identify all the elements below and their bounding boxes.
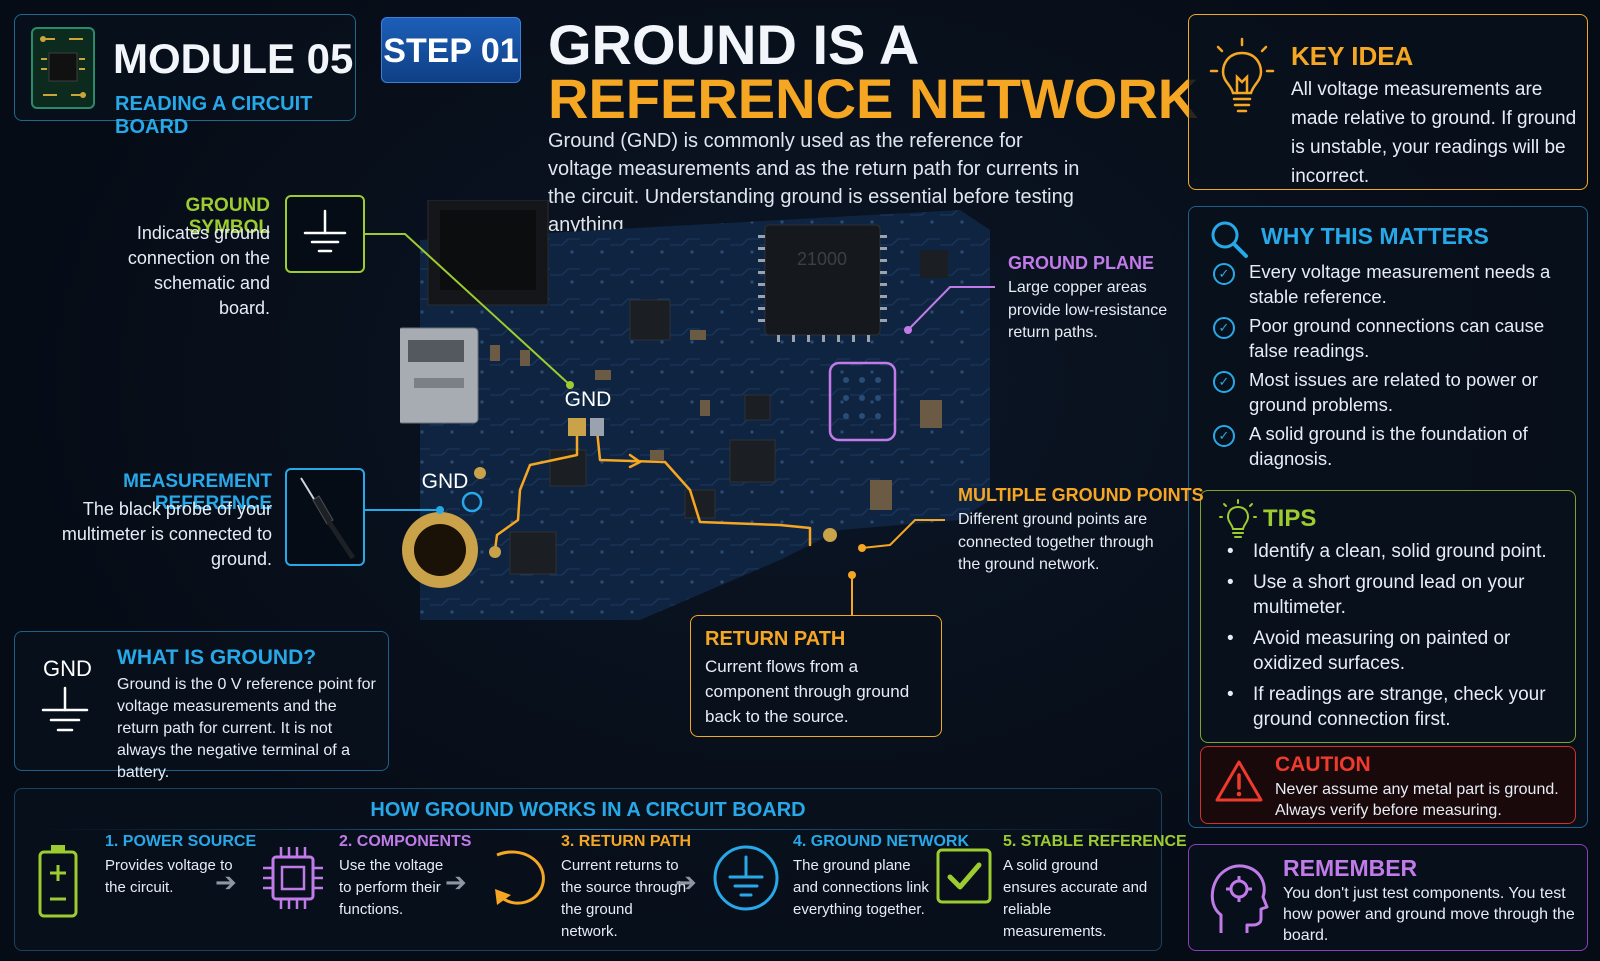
module-title: MODULE 05 [113, 35, 354, 82]
ground-network-icon [713, 843, 779, 918]
return-arrow-icon [485, 845, 551, 918]
flow-step-text: Use the voltage to perform their functio… [339, 857, 444, 918]
gnd-symbol-label: GND [43, 656, 92, 681]
lightbulb-icon [1219, 499, 1257, 546]
gnd-label-left: GND [422, 470, 469, 493]
flow-step-title: 3. RETURN PATH [561, 833, 692, 850]
flow-divider [35, 829, 1141, 830]
why-item: ✓A solid ground is the foundation of dia… [1213, 421, 1573, 471]
what-is-ground-title: WHAT IS GROUND? [117, 646, 317, 669]
battery-icon [37, 843, 79, 924]
what-is-ground-panel: GND WHAT IS GROUND? Ground is the 0 V re… [14, 631, 389, 781]
circuit-chip-icon [31, 27, 95, 109]
check-icon: ✓ [1213, 317, 1235, 339]
ground-symbol-text: Indicates ground connection on the schem… [127, 223, 270, 318]
ground-plane-text: Large copper areas provide low-resistanc… [1008, 279, 1168, 341]
return-path-panel: RETURN PATH Current flows from a compone… [690, 615, 942, 737]
page-title-line2: REFERENCE NETWORK [548, 67, 1199, 130]
remember-text: You don't just test components. You test… [1283, 885, 1575, 944]
flow-step-title: 1. POWER SOURCE [105, 833, 257, 850]
step-badge: STEP 01 [381, 17, 521, 83]
gnd-label-top: GND [565, 388, 612, 411]
arrow-right-icon: ➔ [445, 867, 467, 897]
ground-symbol-title: GROUND SYMBOL [185, 195, 270, 238]
caution-text: Never assume any metal part is ground. A… [1275, 781, 1559, 819]
why-item: ✓Every voltage measurement needs a stabl… [1213, 259, 1573, 309]
page-title-line1: GROUND IS A [548, 13, 920, 76]
lightbulb-icon [1209, 37, 1275, 126]
caution-panel: CAUTION Never assume any metal part is g… [1200, 746, 1576, 824]
check-box-icon [935, 845, 993, 912]
arrow-right-icon: ➔ [215, 867, 237, 897]
key-idea-panel: KEY IDEA All voltage measurements are ma… [1188, 14, 1588, 190]
tip-item: Identify a clean, solid ground point. [1227, 539, 1567, 564]
what-is-ground-text: Ground is the 0 V reference point for vo… [117, 676, 376, 781]
warning-icon [1215, 759, 1263, 808]
module-panel: MODULE 05 READING A CIRCUIT BOARD [14, 14, 356, 138]
flow-title: HOW GROUND WORKS IN A CIRCUIT BOARD [370, 799, 806, 821]
why-item: ✓Most issues are related to power or gro… [1213, 367, 1573, 417]
head-gear-icon [1207, 859, 1269, 944]
tip-item: Use a short ground lead on your multimet… [1227, 570, 1567, 620]
tip-item: If readings are strange, check your grou… [1227, 682, 1567, 732]
check-icon: ✓ [1213, 371, 1235, 393]
remember-title: REMEMBER [1283, 855, 1418, 881]
caution-title: CAUTION [1275, 753, 1371, 776]
flow-step-text: Current returns to the source through th… [561, 857, 687, 940]
ground-symbol-icon [39, 686, 91, 747]
flow-step-title: 5. STABLE REFERENCE [1003, 833, 1187, 850]
ground-plane-title: GROUND PLANE [1008, 253, 1155, 273]
check-icon: ✓ [1213, 425, 1235, 447]
key-idea-text: All voltage measurements are made relati… [1291, 79, 1577, 187]
magnifier-icon [1209, 219, 1249, 264]
chip-marking: 21000 [797, 249, 847, 269]
flow-step-title: 4. GROUND NETWORK [793, 833, 969, 850]
flow-step-title: 2. COMPONENTS [339, 833, 472, 850]
key-idea-title: KEY IDEA [1291, 41, 1414, 71]
tip-item: Avoid measuring on painted or oxidized s… [1227, 626, 1567, 676]
return-path-title: RETURN PATH [705, 628, 846, 650]
measurement-reference-text: The black probe of your multimeter is co… [61, 499, 272, 569]
why-item: ✓Poor ground connections can cause false… [1213, 313, 1573, 363]
arrow-right-icon: ➔ [675, 867, 697, 897]
multimeter-probe-icon [285, 468, 365, 566]
module-subtitle: READING A CIRCUIT BOARD [115, 93, 313, 138]
remember-panel: REMEMBER You don't just test components.… [1188, 844, 1588, 951]
measurement-reference-title: MEASUREMENT REFERENCE [123, 471, 272, 514]
circuit-board-illustration: 21000 GND GND [400, 200, 990, 620]
ground-symbol-icon [285, 195, 365, 273]
ground-flow-panel: HOW GROUND WORKS IN A CIRCUIT BOARD 1. P… [14, 788, 1187, 951]
flow-step-text: The ground plane and connections link ev… [793, 857, 929, 918]
multiple-ground-points-text: Different ground points are connected to… [958, 511, 1154, 573]
tips-panel: TIPS Identify a clean, solid ground poin… [1200, 490, 1576, 743]
return-path-text: Current flows from a component through g… [705, 657, 910, 726]
multiple-ground-points-title: MULTIPLE GROUND POINTS [958, 485, 1204, 505]
why-this-matters-title: WHY THIS MATTERS [1261, 223, 1489, 249]
flow-step-text: Provides voltage to the circuit. [105, 857, 233, 896]
check-icon: ✓ [1213, 263, 1235, 285]
tips-title: TIPS [1263, 505, 1317, 532]
chip-icon [263, 843, 323, 920]
flow-step-text: A solid ground ensures accurate and reli… [1003, 857, 1148, 940]
